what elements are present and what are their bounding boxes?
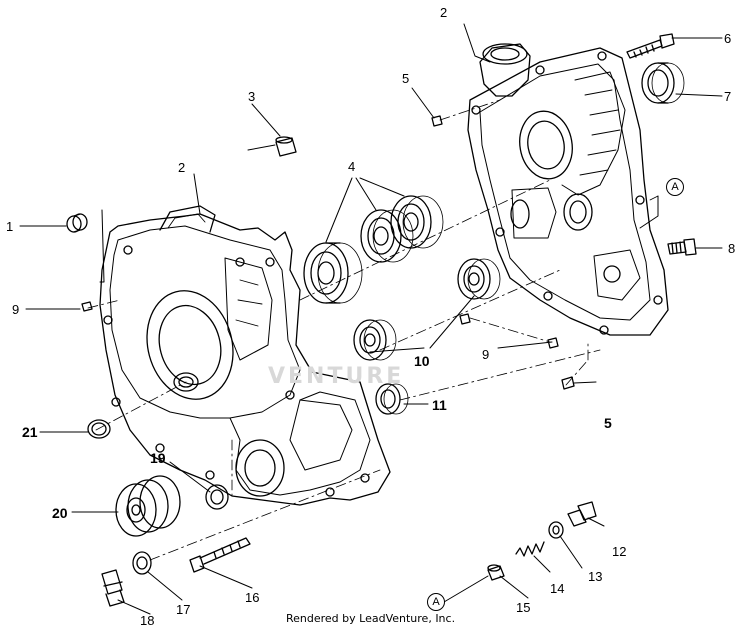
watermark: VENTURE	[268, 364, 405, 389]
dowel-pin-5-top	[431, 115, 443, 127]
callout-10: 10	[414, 353, 430, 369]
callout-5-top: 5	[402, 71, 410, 86]
spring-14	[515, 541, 545, 557]
callout-14: 14	[550, 581, 565, 596]
washer-13	[548, 521, 564, 539]
dowel-pin-9-right	[459, 313, 559, 349]
right-crankcase	[467, 43, 669, 336]
callout-15: 15	[516, 600, 531, 615]
washer-17	[132, 551, 152, 575]
center-lines	[87, 99, 659, 561]
callout-18: 18	[140, 613, 155, 628]
bolt-18	[101, 569, 125, 607]
pin-3	[275, 136, 297, 157]
bearing-10-left	[353, 319, 397, 361]
pulley-20	[115, 475, 181, 537]
plug-12	[567, 501, 597, 527]
callout-2-top: 2	[440, 5, 448, 20]
callout-11: 11	[432, 397, 447, 413]
bearing-upper-left	[303, 242, 363, 304]
bearing-10-right	[457, 258, 501, 300]
plug-8	[667, 238, 697, 256]
callout-12: 12	[612, 544, 627, 559]
callout-8: 8	[728, 241, 736, 256]
bearing-11	[375, 383, 409, 415]
dowel-pin-5-bottom	[561, 376, 575, 390]
callout-9-right: 9	[482, 347, 490, 362]
callout-3: 3	[248, 89, 256, 104]
callout-6: 6	[724, 31, 732, 46]
callout-5-bottom: 5	[604, 415, 612, 431]
seal-19	[205, 484, 229, 510]
callout-21: 21	[22, 424, 38, 440]
dowel-pin-9-left	[81, 301, 93, 312]
reference-marker-a-right: A	[666, 178, 684, 196]
bolt-16	[189, 537, 251, 573]
callout-4: 4	[348, 159, 356, 174]
callout-19: 19	[150, 450, 166, 466]
callout-13: 13	[588, 569, 603, 584]
bolt-6	[626, 33, 675, 59]
credit-text: Rendered by LeadVenture, Inc.	[286, 612, 456, 625]
reference-marker-a-bottom: A	[427, 593, 445, 611]
bearing-upper-right	[390, 195, 444, 249]
callout-7: 7	[724, 89, 732, 104]
plunger-15	[487, 564, 505, 581]
callout-9-left: 9	[12, 302, 20, 317]
oring-21	[87, 419, 111, 439]
callout-20: 20	[52, 505, 68, 521]
bushing-1	[66, 213, 88, 233]
callout-16: 16	[245, 590, 260, 605]
callout-leaders	[19, 23, 723, 615]
callout-17: 17	[176, 602, 191, 617]
callout-2-left: 2	[178, 160, 186, 175]
seal-7	[641, 62, 685, 104]
left-crankcase	[99, 205, 391, 506]
callout-1: 1	[6, 219, 14, 234]
